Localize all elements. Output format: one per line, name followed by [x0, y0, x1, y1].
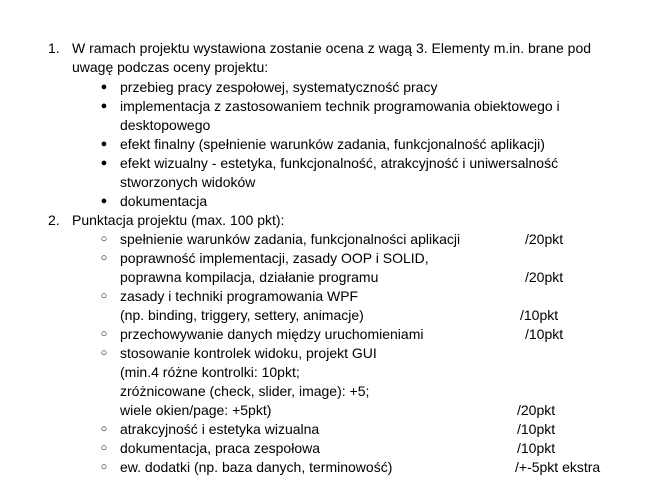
- score-7-points: /10pkt: [517, 440, 556, 456]
- score-2-text-cont: poprawna kompilacja, działanie programu: [120, 269, 379, 285]
- score-5-text-cont-3: wiele okien/page: +5pkt): [120, 402, 272, 418]
- circle-bullet: ○: [100, 461, 108, 473]
- disc-bullet: ●: [100, 81, 108, 93]
- score-3-text: zasady i techniki programowania WPF: [120, 288, 359, 304]
- list-number-1: 1.: [48, 40, 60, 56]
- bullet-4-text-cont: stworzonych widoków: [120, 174, 256, 190]
- circle-bullet: ○: [100, 328, 108, 340]
- score-6-points: /10pkt: [517, 421, 556, 437]
- score-5-points: /20pkt: [517, 402, 556, 418]
- score-6-text: atrakcyjność i estetyka wizualna: [120, 421, 320, 437]
- score-2-text: poprawność implementacji, zasady OOP i S…: [120, 250, 429, 266]
- circle-bullet: ○: [100, 290, 108, 302]
- score-5-text-cont-1: (min.4 różne kontrolki: 10pkt;: [120, 364, 300, 380]
- circle-bullet: ○: [100, 347, 108, 359]
- bullet-5-text: dokumentacja: [120, 193, 208, 209]
- circle-bullet: ○: [100, 252, 108, 264]
- circle-bullet: ○: [100, 423, 108, 435]
- score-3-text-cont: (np. binding, triggery, settery, animacj…: [120, 307, 364, 323]
- score-8-text: ew. dodatki (np. baza danych, terminowoś…: [120, 459, 393, 475]
- list-number-2: 2.: [48, 212, 60, 228]
- item-1-line-2: uwagę podczas oceny projektu:: [72, 59, 269, 75]
- item-1-line-1: W ramach projektu wystawiona zostanie oc…: [72, 40, 592, 56]
- disc-bullet: ●: [100, 138, 108, 150]
- circle-bullet: ○: [100, 442, 108, 454]
- bullet-2-text: implementacja z zastosowaniem technik pr…: [120, 98, 560, 114]
- score-3-points: /10pkt: [520, 307, 559, 323]
- bullet-3-text: efekt finalny (spełnienie warunków zadan…: [120, 136, 545, 152]
- bullet-1-text: przebieg pracy zespołowej, systematyczno…: [120, 79, 438, 95]
- disc-bullet: ●: [100, 157, 108, 169]
- circle-bullet: ○: [100, 233, 108, 245]
- disc-bullet: ●: [100, 100, 108, 112]
- score-4-text: przechowywanie danych między uruchomieni…: [120, 326, 424, 342]
- score-4-points: /10pkt: [525, 326, 564, 342]
- item-2-line-1: Punktacja projektu (max. 100 pkt):: [72, 212, 285, 228]
- score-8-points: /+-5pkt ekstra: [515, 459, 601, 475]
- score-5-text-cont-2: zróżnicowane (check, slider, image): +5;: [120, 383, 370, 399]
- bullet-2-text-cont: desktopowego: [120, 117, 211, 133]
- score-7-text: dokumentacja, praca zespołowa: [120, 440, 321, 456]
- score-1-points: /20pkt: [525, 231, 564, 247]
- score-2-points: /20pkt: [525, 269, 564, 285]
- score-5-text: stosowanie kontrolek widoku, projekt GUI: [120, 345, 377, 361]
- score-1-text: spełnienie warunków zadania, funkcjonaln…: [120, 231, 461, 247]
- disc-bullet: ●: [100, 195, 108, 207]
- bullet-4-text: efekt wizualny - estetyka, funkcjonalnoś…: [120, 155, 559, 171]
